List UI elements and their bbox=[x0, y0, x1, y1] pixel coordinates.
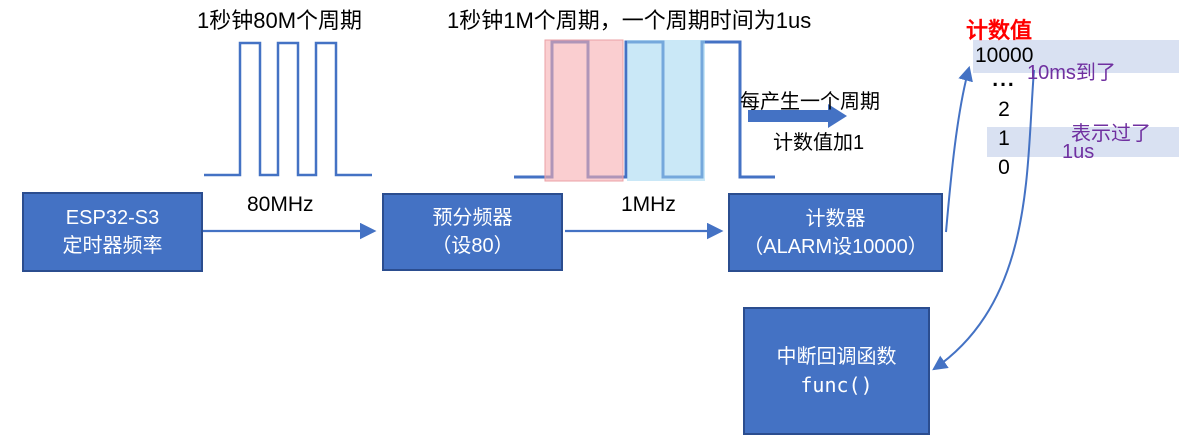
counter-panel-title: 计数值 bbox=[966, 18, 1033, 43]
counter-increment-arrow bbox=[945, 65, 973, 233]
counter-value-10000: 10000 bbox=[975, 44, 1034, 67]
box-interrupt-callback-line1: 中断回调函数 bbox=[776, 346, 897, 368]
tick-note-line2: 1us bbox=[1062, 141, 1095, 163]
increment-note-line1: 每产生一个周期 bbox=[740, 91, 880, 113]
increment-note-line2: 计数值加1 bbox=[773, 132, 865, 154]
counter-value-1: 1 bbox=[998, 127, 1010, 150]
box-interrupt-callback: 中断回调函数 func() bbox=[743, 307, 930, 435]
box-counter-line1: 计数器 bbox=[805, 207, 866, 230]
box-prescaler: 预分频器 （设80） bbox=[382, 193, 563, 271]
period-highlight-blue bbox=[627, 40, 705, 181]
box-timer-source-line2: 定时器频率 bbox=[62, 235, 163, 257]
box-counter: 计数器 （ALARM设10000） bbox=[728, 193, 943, 272]
clock-1m-title: 1秒钟1M个周期，一个周期时间为1us bbox=[447, 8, 812, 33]
clock-1mhz-waveform bbox=[514, 40, 775, 179]
clock-80m-title: 1秒钟80M个周期 bbox=[197, 8, 363, 33]
tick-note-line1: 表示过了 bbox=[1071, 123, 1151, 145]
box-timer-source: ESP32-S3 定时器频率 bbox=[22, 192, 203, 272]
box-prescaler-line1: 预分频器 bbox=[432, 207, 513, 229]
clock-80mhz-waveform bbox=[204, 41, 372, 177]
box-timer-source-line1: ESP32-S3 bbox=[65, 207, 160, 229]
alarm-note: 10ms到了 bbox=[1027, 62, 1116, 84]
period-highlight-pink bbox=[544, 39, 624, 182]
counter-value-2: 2 bbox=[998, 98, 1010, 121]
box-interrupt-callback-line2: func() bbox=[800, 373, 873, 397]
box-prescaler-line2: （设80） bbox=[431, 235, 514, 257]
freq-label-80mhz: 80MHz bbox=[247, 193, 314, 216]
freq-label-1mhz: 1MHz bbox=[621, 193, 676, 216]
counter-alarm-highlight-band bbox=[973, 40, 1179, 73]
counter-value-0: 0 bbox=[998, 156, 1010, 179]
counter-value-ellipsis: ... bbox=[992, 68, 1016, 91]
box-counter-line2: （ALARM设10000） bbox=[743, 235, 928, 258]
